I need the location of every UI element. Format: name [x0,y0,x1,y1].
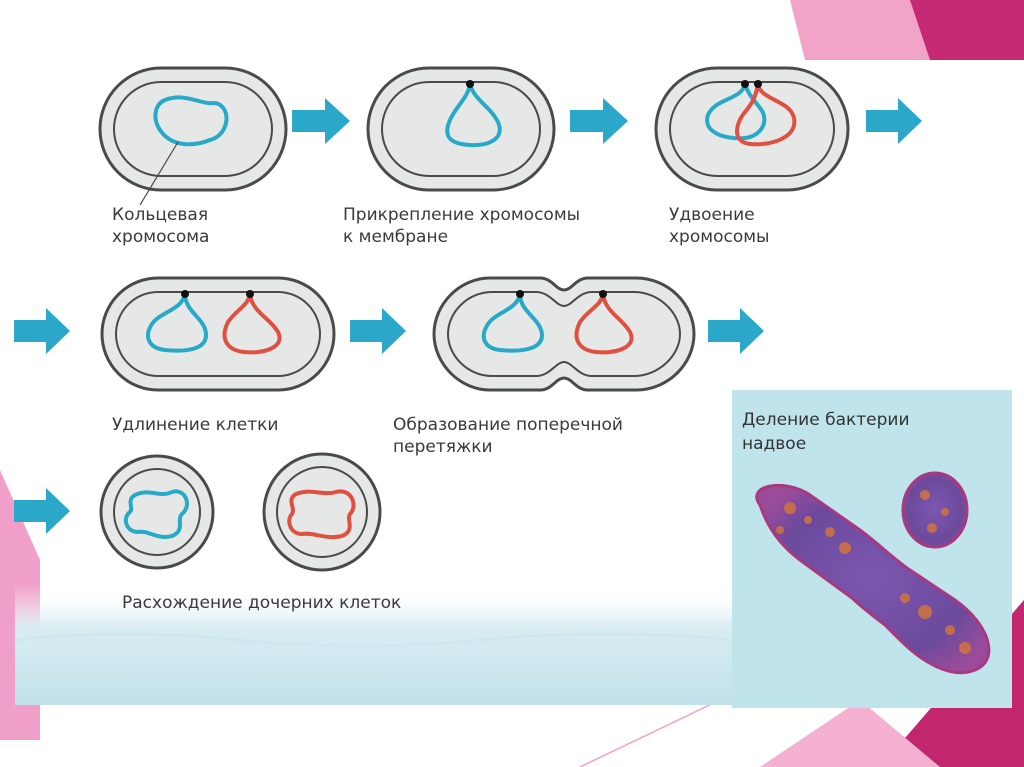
attachment-point [754,80,762,88]
cell-attachment [368,68,554,190]
cell-elongation [102,278,334,390]
cell-wall [656,68,848,190]
attachment-point [741,80,749,88]
cell-wall [368,68,554,190]
cell-wall [434,278,694,390]
arrow-4 [14,308,70,354]
arrow-1 [292,98,350,144]
attachment-point [246,290,254,298]
arrow-2 [570,98,628,144]
cell-wall [101,456,213,568]
cell-constriction [434,278,694,390]
attachment-point [181,290,189,298]
cell-wall [100,68,286,190]
arrow-5 [350,308,406,354]
arrow-6 [708,308,764,354]
cell-ring-chromosome [100,68,286,205]
attachment-point [466,80,474,88]
arrow-3 [866,98,922,144]
bacterium-small [903,473,967,547]
deco-line-bottom [580,700,720,767]
cell-doubling [656,68,848,190]
attachment-point [599,290,607,298]
label-separation: Расхождение дочерних клеток [122,592,401,614]
daughter-cell-1 [101,456,213,568]
attachment-point [516,290,524,298]
daughter-cell-2 [264,454,380,570]
cell-wall [102,278,334,390]
label-elongation: Удлинение клетки [112,414,278,436]
deco-magenta-top [910,0,1024,60]
cell-wall [264,454,380,570]
